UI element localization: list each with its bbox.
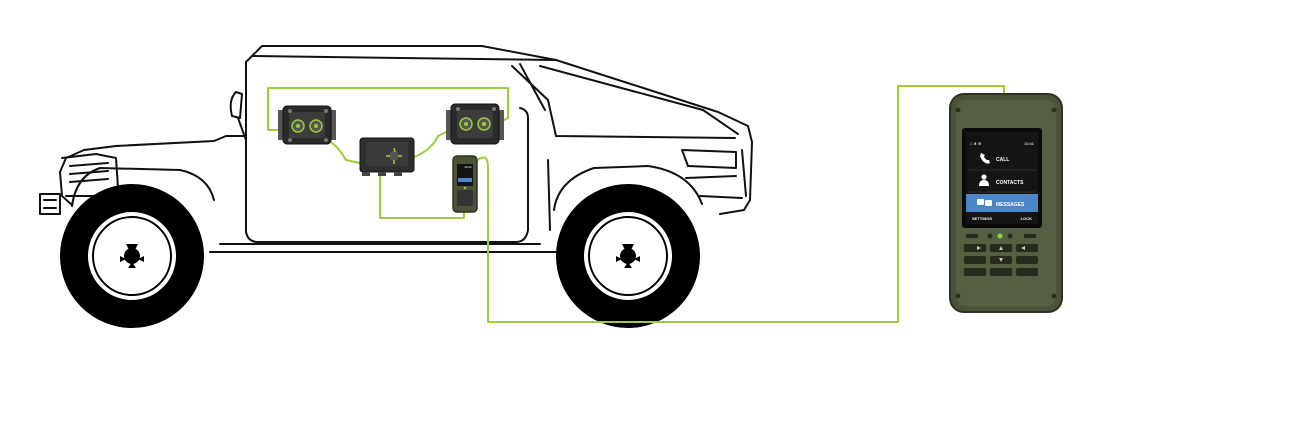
menu-item-messages[interactable]: MESSAGES — [966, 194, 1038, 212]
cable-loop-top — [267, 87, 509, 131]
menu-item-call[interactable]: CALL — [980, 153, 1009, 164]
phone-icon — [980, 153, 990, 164]
rear-wheel — [556, 184, 700, 328]
external-handset: □ ⋔ ⊕ 10:41 CALL CONTACTS MESSAGES — [949, 93, 1063, 313]
chat-icon — [977, 199, 992, 206]
status-icons: □ ⋔ ⊕ — [970, 141, 981, 146]
junction-box-left — [278, 105, 336, 145]
vehicle-outline — [39, 45, 753, 253]
menu-label-call: CALL — [996, 157, 1009, 163]
menu-item-contacts[interactable]: CONTACTS — [979, 174, 1024, 186]
softkey-label-settings: SETTINGS — [972, 216, 992, 221]
right-softkey-button[interactable] — [1024, 234, 1036, 238]
central-hub-box — [359, 137, 415, 176]
cable-hub-to-mounted-handset — [379, 176, 465, 219]
mounted-handset-time: 10:41 — [464, 165, 472, 169]
status-time: 10:41 — [1024, 141, 1035, 146]
menu-label-messages: MESSAGES — [996, 202, 1025, 208]
mounted-handset: 10:41 — [452, 155, 478, 213]
menu-label-contacts: CONTACTS — [996, 180, 1024, 186]
cable-hub-to-right — [411, 129, 451, 159]
junction-box-right — [446, 103, 504, 145]
person-icon — [979, 174, 989, 186]
softkey-label-lock: LOCK — [1021, 216, 1032, 221]
status-led-icon — [997, 233, 1003, 239]
cable-to-external-handset — [477, 85, 1005, 323]
call-key[interactable] — [987, 233, 993, 239]
keypad-arrows — [977, 246, 1025, 262]
end-key[interactable] — [1007, 233, 1013, 239]
left-softkey-button[interactable] — [966, 234, 978, 238]
front-wheel — [60, 184, 204, 328]
